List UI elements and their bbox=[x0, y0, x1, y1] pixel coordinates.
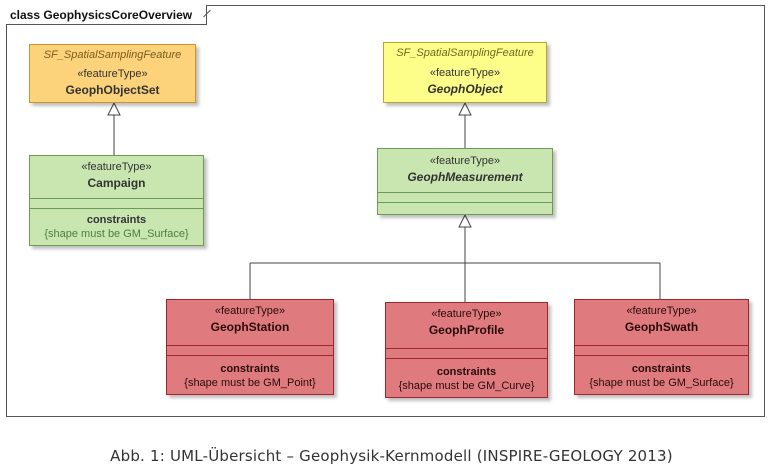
class-name: GeophMeasurement bbox=[407, 170, 523, 184]
constraint-text: {shape must be GM_Surface} bbox=[44, 228, 189, 240]
stereotype-label: «featureType» bbox=[626, 305, 697, 317]
superclass-label: SF_SpatialSamplingFeature bbox=[43, 49, 182, 61]
compartment-divider bbox=[575, 345, 748, 355]
class-geoph-station: «featureType» GeophStation constraints {… bbox=[166, 299, 334, 395]
class-geoph-measurement: «featureType» GeophMeasurement bbox=[377, 148, 553, 215]
constraint-text: {shape must be GM_Point} bbox=[184, 377, 316, 389]
class-name: Campaign bbox=[87, 176, 146, 190]
class-name: GeophSwath bbox=[624, 320, 699, 334]
constraint-text: {shape must be GM_Curve} bbox=[398, 380, 535, 392]
compartment-divider bbox=[378, 192, 552, 202]
class-name: GeophObject bbox=[427, 82, 503, 96]
stereotype-label: «featureType» bbox=[214, 305, 286, 317]
inheritance-arrow-objectset bbox=[107, 101, 121, 116]
constraints-title: constraints bbox=[220, 363, 280, 375]
class-geoph-profile: «featureType» GeophProfile constraints {… bbox=[385, 302, 548, 398]
compartment-divider bbox=[386, 348, 547, 358]
frame-title: class GeophysicsCoreOverview bbox=[6, 5, 208, 25]
compartment-divider bbox=[378, 202, 552, 203]
figure-caption: Abb. 1: UML-Übersicht – Geophysik-Kernmo… bbox=[110, 447, 673, 465]
constraints-title: constraints bbox=[436, 366, 497, 378]
stereotype-label: «featureType» bbox=[81, 161, 152, 173]
class-name: GeophStation bbox=[210, 320, 290, 334]
stereotype-label: «featureType» bbox=[431, 308, 502, 320]
constraints-title: constraints bbox=[86, 214, 147, 226]
inheritance-arrow-measurement bbox=[458, 213, 472, 228]
class-geoph-object: SF_SpatialSamplingFeature «featureType» … bbox=[383, 42, 547, 103]
class-name: GeophObjectSet bbox=[65, 83, 160, 97]
stereotype-label: «featureType» bbox=[429, 155, 501, 167]
class-geoph-object-set: SF_SpatialSamplingFeature «featureType» … bbox=[29, 44, 196, 103]
compartment-divider bbox=[386, 358, 547, 365]
constraint-text: {shape must be GM_Surface} bbox=[589, 377, 734, 389]
class-name: GeophProfile bbox=[428, 323, 505, 337]
compartment-divider bbox=[30, 208, 203, 213]
stereotype-label: «featureType» bbox=[429, 67, 501, 79]
compartment-divider bbox=[30, 198, 203, 208]
superclass-label: SF_SpatialSamplingFeature bbox=[396, 47, 534, 59]
compartment-divider bbox=[575, 355, 748, 362]
class-geoph-swath: «featureType» GeophSwath constraints {sh… bbox=[574, 299, 749, 395]
class-campaign: «featureType» Campaign constraints {shap… bbox=[29, 155, 204, 246]
compartment-divider bbox=[167, 345, 333, 355]
stereotype-label: «featureType» bbox=[77, 68, 148, 80]
compartment-divider bbox=[167, 355, 333, 362]
inheritance-arrow-object bbox=[458, 101, 472, 116]
constraints-title: constraints bbox=[631, 363, 692, 375]
